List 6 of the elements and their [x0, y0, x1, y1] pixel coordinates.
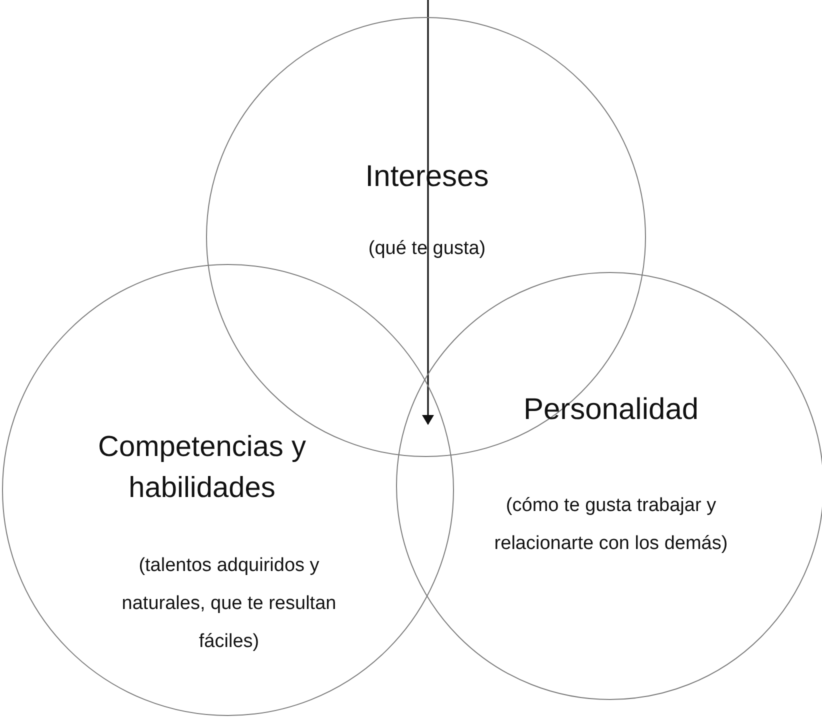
circle-description: (qué te gusta): [367, 237, 487, 261]
venn-circle: [2, 264, 454, 716]
circle-description: (cómo te gusta trabajar y relacionarte con los demás): [493, 494, 729, 556]
circle-description: (talentos adquiridos y naturales, que te resultan fáciles): [120, 554, 338, 654]
circle-heading: Competencias y habilidades: [97, 430, 307, 506]
venn-circle: [396, 272, 822, 700]
